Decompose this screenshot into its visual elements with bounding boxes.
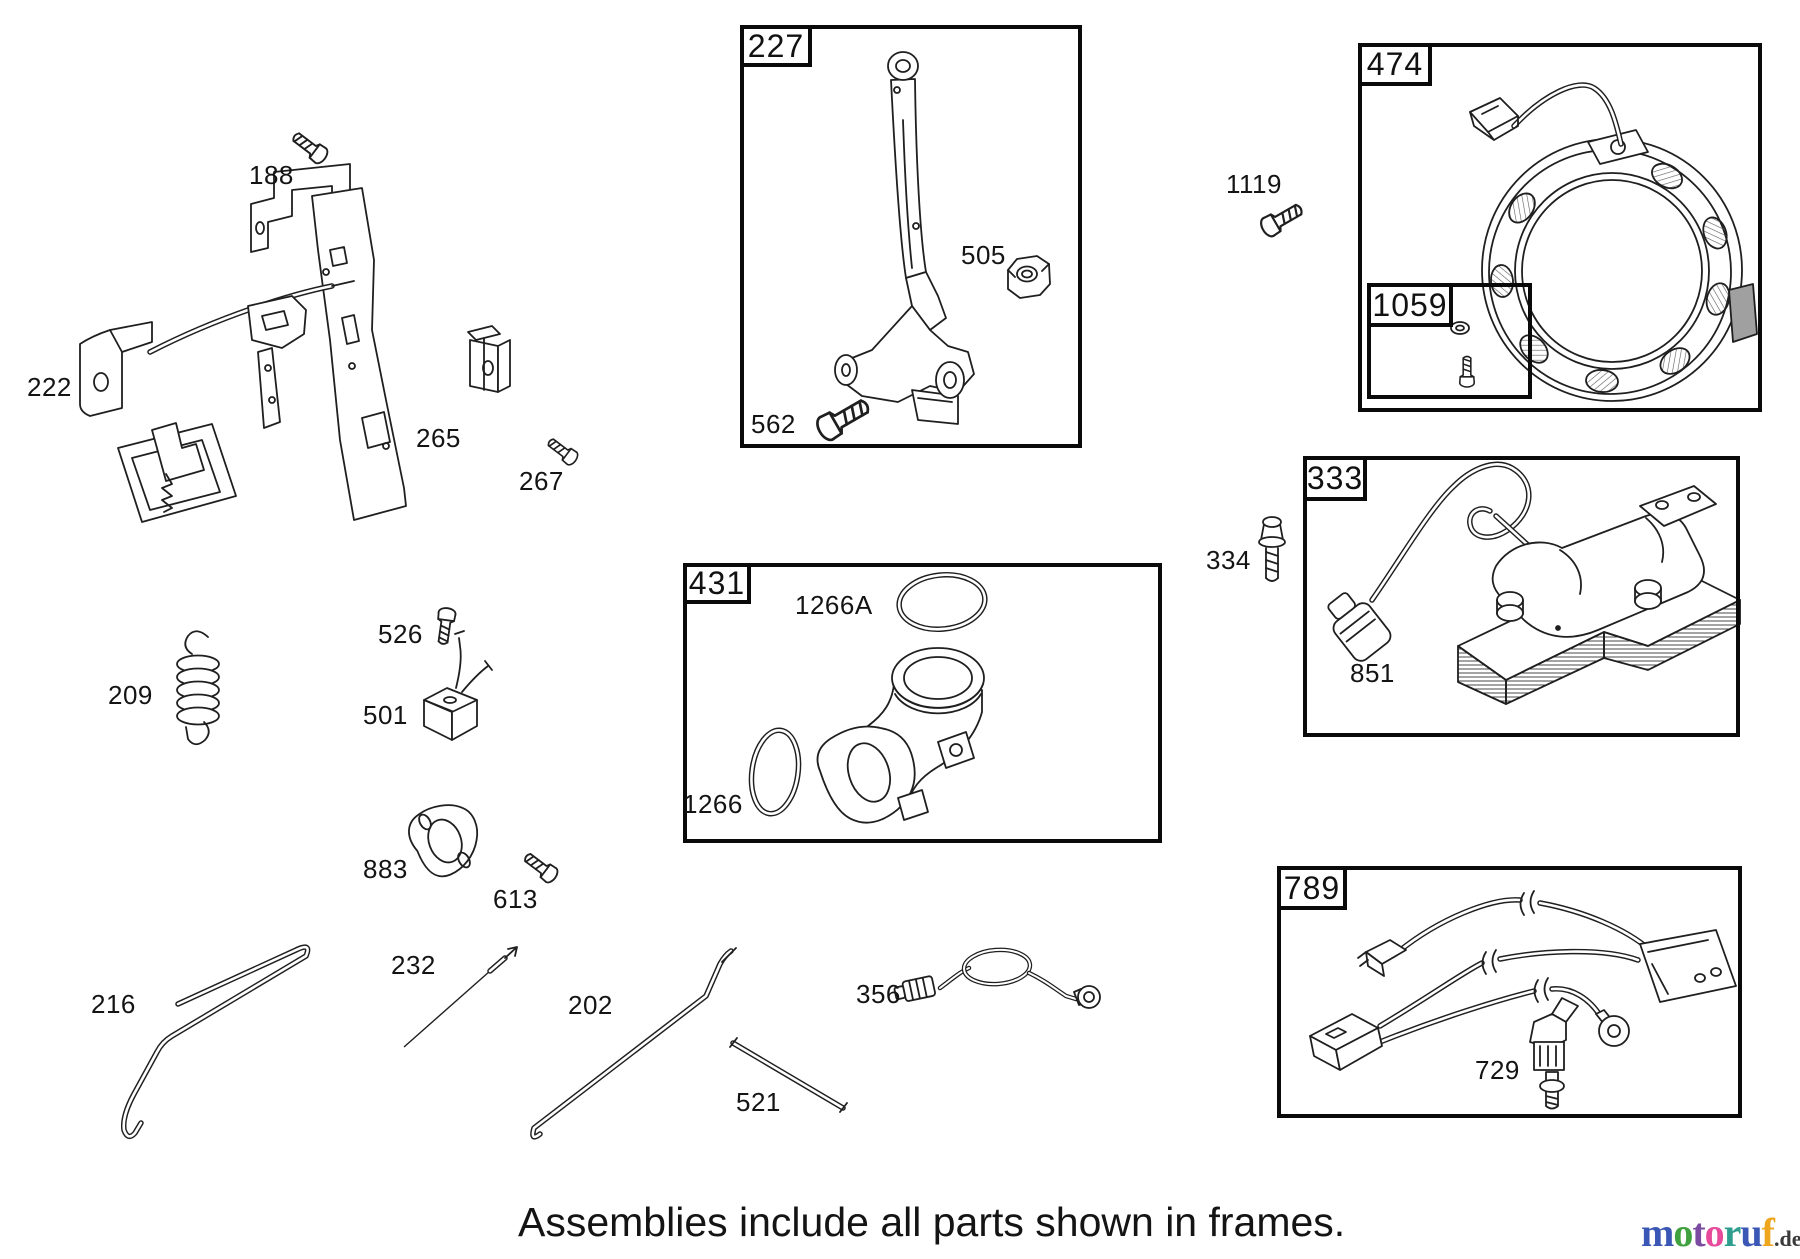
ignition-851-drawing — [1327, 461, 1741, 705]
part-label-1119: 1119 — [1226, 169, 1282, 199]
screw-526-drawing — [433, 606, 458, 646]
assembly-frame-789-label: 789 — [1277, 866, 1347, 910]
governor-lever-227-drawing — [834, 51, 975, 425]
part-label-501: 501 — [363, 700, 408, 730]
nut-505-drawing — [1007, 255, 1051, 299]
part-label-613: 613 — [493, 884, 538, 914]
part-label-334: 334 — [1206, 545, 1251, 575]
logo-letter-f: f — [1761, 1210, 1775, 1255]
part-label-521: 521 — [736, 1087, 781, 1117]
screw-267-drawing — [544, 434, 581, 468]
assembly-frame-474: 474 — [1358, 43, 1762, 412]
cable-232-drawing — [403, 946, 518, 1048]
part-label-232: 232 — [391, 950, 436, 980]
flywheel-474-drawing — [1469, 82, 1758, 402]
tube-521-drawing — [729, 1037, 848, 1113]
logo-letter-r: r — [1723, 1210, 1742, 1255]
part-label-267: 267 — [519, 466, 564, 496]
caption: Assemblies include all parts shown in fr… — [518, 1199, 1346, 1245]
harness-789-drawing — [1309, 890, 1737, 1110]
part-label-188: 188 — [249, 160, 294, 190]
part-label-562: 562 — [751, 409, 796, 439]
part-label-265: 265 — [416, 423, 461, 453]
part-label-1266A: 1266A — [795, 590, 873, 620]
part-label-1266: 1266 — [683, 789, 743, 819]
assembly-frame-431: 431 — [683, 563, 1162, 843]
clamp-729-drawing — [1529, 997, 1579, 1110]
bolt-1119-drawing — [1257, 198, 1307, 240]
logo-suffix: .de — [1774, 1226, 1800, 1251]
assembly-frame-1059: 1059 — [1367, 283, 1532, 399]
washer-screw-1059-drawing — [1450, 321, 1475, 388]
part-label-729: 729 — [1475, 1055, 1520, 1085]
logo-word: motoruf — [1641, 1210, 1775, 1255]
part-label-222: 222 — [27, 372, 72, 402]
assembly-frame-431-label: 431 — [683, 563, 751, 604]
part-label-216: 216 — [91, 989, 136, 1019]
logo-letter-o: o — [1704, 1210, 1725, 1255]
assembly-frame-333: 333 — [1303, 456, 1740, 737]
assembly-frame-1059-label: 1059 — [1367, 283, 1453, 327]
intake-elbow-431-drawing — [748, 572, 988, 824]
part-label-209: 209 — [108, 680, 153, 710]
assembly-frame-227: 227 — [740, 25, 1082, 448]
logo-letter-o: o — [1673, 1210, 1693, 1255]
assembly-frame-789: 789 — [1277, 866, 1742, 1118]
part-label-851: 851 — [1350, 658, 1395, 688]
screw-188-drawing — [288, 127, 332, 167]
logo-letter-m: m — [1641, 1210, 1674, 1255]
assembly-frame-333-label: 333 — [1303, 456, 1367, 501]
logo-letter-u: u — [1740, 1210, 1762, 1255]
bolt-334-drawing — [1258, 516, 1286, 582]
part-label-202: 202 — [568, 990, 613, 1020]
rod-216-drawing — [120, 944, 311, 1140]
part-label-883: 883 — [363, 854, 408, 884]
bracket-222-drawing — [79, 163, 407, 523]
module-501-drawing — [423, 630, 493, 741]
spring-209-drawing — [176, 630, 220, 746]
gasket-883-drawing — [408, 804, 479, 878]
clip-265-drawing — [467, 325, 511, 393]
rod-202-drawing — [530, 947, 737, 1140]
motoruf-logo: motoruf.de — [1641, 1213, 1800, 1253]
part-label-356: 356 — [856, 979, 901, 1009]
assembly-frame-227-label: 227 — [740, 25, 812, 67]
screw-613-drawing — [520, 848, 561, 886]
logo-letter-t: t — [1692, 1210, 1705, 1255]
wire-356-drawing — [893, 947, 1101, 1009]
assembly-frame-474-label: 474 — [1358, 43, 1432, 86]
part-label-526: 526 — [378, 619, 423, 649]
part-label-505: 505 — [961, 240, 1006, 270]
